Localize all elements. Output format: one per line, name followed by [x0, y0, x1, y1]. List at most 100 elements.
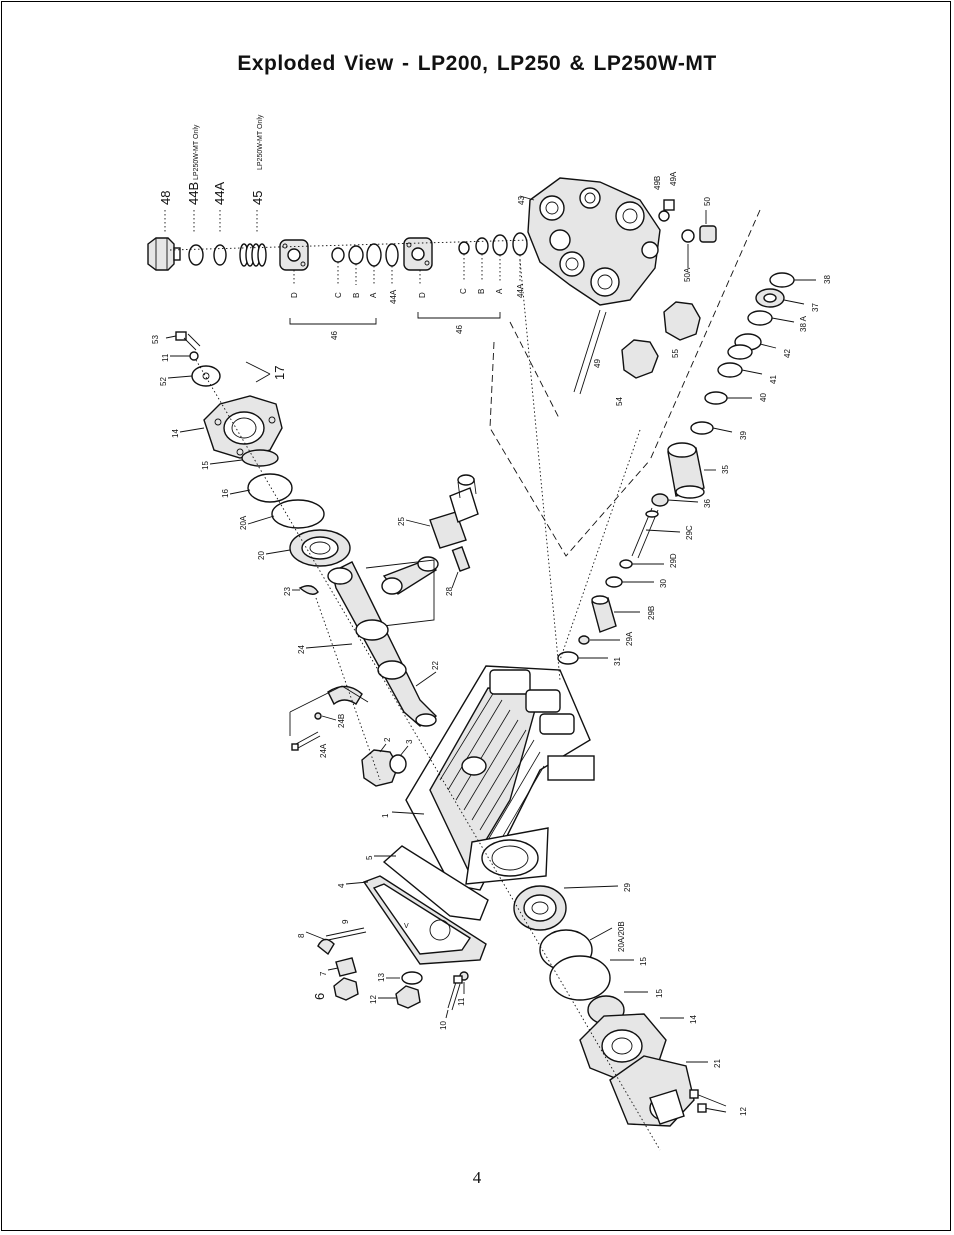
label-14a: 14: [171, 429, 180, 438]
label-29a: 29A: [625, 631, 634, 646]
label-49: 49: [593, 359, 602, 368]
label-50: 50: [703, 197, 712, 206]
label-8: 8: [297, 933, 306, 938]
manifold-head-43: [527, 177, 661, 306]
plug-6: [333, 977, 359, 1001]
label-16: 16: [221, 489, 230, 498]
plug-2: [361, 749, 399, 787]
connecting-rod: [381, 556, 439, 595]
top-labels: 48 44B LP250W-MT Only 44A 45 LP250W-MT O…: [158, 114, 265, 232]
bolt-53: [175, 331, 201, 351]
label-48: 48: [158, 191, 173, 205]
valve-seat-d-1: [279, 239, 309, 271]
label-5: 5: [365, 855, 374, 860]
bearing-cover-14a: [203, 395, 283, 459]
ring-38a: [747, 310, 773, 326]
valve-spring-c-1: [331, 247, 345, 263]
label-55: 55: [671, 349, 680, 358]
label-49b: 49B: [653, 176, 662, 190]
label-12b: 12: [739, 1107, 748, 1116]
label-45-note: LP250W-MT Only: [257, 114, 264, 170]
label-12a: 12: [369, 995, 378, 1004]
washer-24b: [314, 712, 322, 720]
label-a-2: A: [495, 288, 504, 294]
gasket-52: [191, 365, 221, 387]
oring-13: [401, 971, 423, 985]
plug-50: [699, 225, 717, 243]
label-b-1: B: [352, 293, 361, 298]
label-10: 10: [439, 1021, 448, 1030]
label-35: 35: [721, 465, 730, 474]
pin-28: [451, 546, 471, 572]
oring-49b: [658, 210, 670, 222]
valve-a-2: [492, 234, 508, 256]
label-53: 53: [151, 335, 160, 344]
oring-16: [247, 473, 293, 503]
label-15b: 15: [639, 957, 648, 966]
label-c-1: C: [334, 292, 343, 298]
bolt-10: [447, 975, 463, 1011]
seal-15a: [241, 449, 279, 467]
plunger-guide-25: [429, 474, 479, 549]
label-c-2: C: [459, 288, 468, 294]
label-20a: 20A: [239, 515, 248, 530]
label-41: 41: [769, 375, 778, 384]
label-37: 37: [811, 303, 820, 312]
label-23: 23: [283, 587, 292, 596]
bearing-29: [513, 885, 567, 931]
label-6: 6: [312, 993, 327, 1000]
label-44a-1: 44A: [389, 289, 398, 304]
bolts-12b: [689, 1089, 727, 1113]
valve-spring-c-2: [458, 241, 470, 255]
page-title: Exploded View - LP200, LP250 & LP250W-MT: [237, 52, 717, 75]
plug-12a: [395, 985, 421, 1009]
spring-45: [239, 243, 267, 267]
label-24: 24: [297, 645, 306, 654]
label-20ab: 20A/20B: [617, 921, 626, 952]
label-28: 28: [445, 587, 454, 596]
right-bearing-stack: [513, 885, 727, 1127]
key-23: [298, 585, 319, 595]
valve-b-1: [348, 245, 364, 265]
dipstick-8-9: [317, 927, 367, 956]
plunger-rod-29c: [631, 507, 659, 559]
ring-41: [717, 362, 743, 378]
oring-44b: [188, 244, 204, 266]
label-1: 1: [381, 813, 390, 818]
nut-36: [651, 493, 669, 507]
label-24a: 24A: [319, 743, 328, 758]
label-49a: 49A: [669, 171, 678, 186]
label-39: 39: [739, 431, 748, 440]
washer-29d: [619, 559, 633, 569]
label-21: 21: [713, 1059, 722, 1068]
label-36: 36: [703, 499, 712, 508]
label-24b: 24B: [337, 714, 346, 728]
label-15a: 15: [201, 461, 210, 470]
plug-54: [621, 339, 659, 379]
oring-44a: [213, 244, 227, 266]
label-29: 29: [623, 883, 632, 892]
label-44b: 44B: [186, 182, 201, 205]
label-4: 4: [337, 883, 346, 888]
bolt-24a: [291, 731, 321, 751]
ring-40: [704, 391, 728, 405]
label-group-46-2: 46: [455, 325, 464, 334]
fitting-7: [335, 957, 357, 977]
label-d-2: D: [418, 292, 427, 298]
label-38: 38: [823, 275, 832, 284]
oring-44a-1: [385, 243, 399, 267]
plug-49a: [663, 199, 675, 211]
label-40: 40: [759, 393, 768, 402]
plug-48: [147, 237, 181, 271]
oring-50a: [681, 229, 695, 243]
label-7: 7: [319, 971, 328, 976]
label-50a: 50A: [683, 267, 692, 282]
label-54: 54: [615, 397, 624, 406]
label-30: 30: [659, 579, 668, 588]
label-42: 42: [783, 349, 792, 358]
oring-3: [389, 754, 407, 774]
plunger-29b: [591, 595, 617, 633]
label-b-2: B: [477, 289, 486, 294]
label-45: 45: [250, 191, 265, 205]
